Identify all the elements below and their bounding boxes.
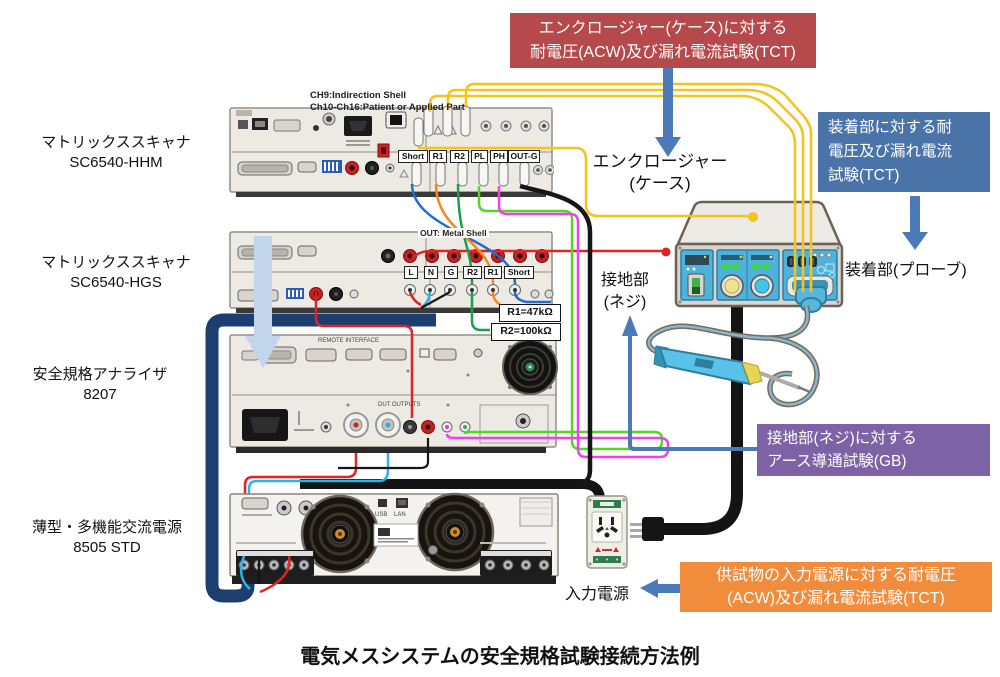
scanner-bus-arrow: [245, 236, 281, 368]
wires-yellow: [418, 82, 813, 292]
label-ground-point: 接地部 (ネジ): [585, 270, 665, 314]
wires-orange: [434, 183, 504, 308]
callout-ground-line1: 接地部(ネジ)に対する: [767, 430, 917, 447]
wire-probe-hi: [445, 186, 670, 459]
callout-input-line2: (ACW)及び漏れ電流試験(TCT): [727, 590, 945, 607]
callout-enclosure-line2: 耐電圧(ACW)及び漏れ電流試験(TCT): [530, 43, 796, 61]
callout-enclosure-test: エンクロージャー(ケース)に対する 耐電圧(ACW)及び漏れ電流試験(TCT): [510, 13, 816, 68]
navy-cable: [205, 313, 436, 603]
port-chip-n: N: [424, 266, 438, 279]
device-outlet-adapter: [585, 490, 641, 574]
wires-black: [257, 183, 593, 584]
psu-usb-label: USB: [375, 512, 388, 518]
wire-cyan-analyzer-psu: [247, 443, 390, 518]
callout-input-line1: 供試物の入力電源に対する耐電圧: [715, 567, 956, 584]
callout-ground-line2: アース導通試験(GB): [767, 453, 907, 470]
ground-point-line2: (ネジ): [603, 294, 647, 311]
enclosure-point-line1: エンクロージャー: [592, 152, 728, 171]
label-scanner2: マトリックススキャナ SC6540-HGS: [14, 253, 218, 293]
label-r1-value: R1=47kΩ: [499, 304, 561, 322]
label-applied-part-point: 装着部(プローブ): [845, 262, 967, 279]
label-power-supply: 薄型・多機能交流電源 8505 STD: [0, 518, 214, 558]
callout-applied-line2: 電圧及び漏れ電流: [828, 143, 953, 160]
label-r2-value: R2=100kΩ: [491, 323, 561, 341]
scanner1-model: SC6540-HHM: [69, 154, 163, 171]
scanner2-model: SC6540-HGS: [70, 274, 162, 291]
device-power-supply-8505: [228, 488, 560, 588]
scanner1-name: マトリックススキャナ: [41, 134, 191, 151]
callout-applied-line1: 装着部に対する耐: [828, 119, 953, 136]
port-chip-r2a: R2: [450, 150, 469, 163]
analyzer-rear-connectors: [241, 339, 558, 444]
psu-rear-connectors: [236, 492, 553, 576]
wires-red: [259, 247, 671, 594]
callout-applied-part-test: 装着部に対する耐 電圧及び漏れ電流 試験(TCT): [818, 112, 990, 192]
analyzer-name: 安全規格アナライザ: [32, 366, 168, 383]
ground-point-line1: 接地部: [600, 272, 649, 289]
device-scanner-sc6540-hhm: [228, 104, 554, 200]
port-chip-pl: PL: [471, 150, 488, 163]
label-input-power-point: 入力電源: [564, 586, 629, 603]
psu-model: 8505 STD: [73, 539, 141, 556]
scanner1-annotation-line2: Ch10-Ch16:Patient or Applied Part: [310, 102, 465, 113]
enclosure-point-line2: (ケース): [629, 174, 691, 193]
callout-enclosure-line1: エンクロージャー(ケース)に対する: [538, 19, 788, 37]
callout-ground-bond-test: 接地部(ネジ)に対する アース導通試験(GB): [757, 424, 990, 476]
port-chip-r1a: R1: [429, 150, 447, 163]
analyzer-model: 8207: [83, 386, 117, 403]
port-chip-outg: OUT-G: [508, 150, 540, 163]
callout-input-power-test: 供試物の入力電源に対する耐電圧 (ACW)及び漏れ電流試験(TCT): [680, 562, 992, 612]
wire-probe-lo: [463, 186, 664, 451]
analyzer-remote-interface-label: REMOTE INTERFACE: [318, 338, 380, 344]
psu-lan-label: LAN: [394, 512, 406, 518]
esu-front-panel: [678, 246, 840, 313]
port-chip-g: G: [444, 266, 458, 279]
page-title: 電気メスシステムの安全規格試験接続方法例: [300, 646, 700, 668]
wire-red-analyzer-psu: [243, 441, 358, 518]
arrow-ground-bond-test: [622, 315, 757, 451]
mains-plug-icon: [630, 517, 664, 541]
analyzer-dut-outputs-label: DUT OUTPUTS: [378, 402, 421, 408]
arrow-applied-part-test: [902, 196, 928, 250]
psu-output-terminal-block: [236, 542, 314, 576]
scanner1-annotation: CH9:Indirection Shell Ch10-Ch16:Patient …: [310, 90, 530, 114]
scanner1-rear-connectors: [236, 105, 554, 187]
port-chip-r2b: R2: [463, 266, 482, 279]
arrow-input-power-test: [640, 579, 680, 598]
esu-power-cord: [662, 306, 743, 535]
scanner1-annotation-line1: CH9:Indirection Shell: [310, 90, 407, 101]
device-analyzer-8207: [228, 331, 560, 457]
scanner2-annotation: OUT: Metal Shell: [418, 228, 489, 238]
port-chip-short1: Short: [398, 150, 428, 163]
psu-name: 薄型・多機能交流電源: [31, 519, 182, 536]
scanner2-name: マトリックススキャナ: [41, 254, 191, 271]
port-chip-l: L: [404, 266, 418, 279]
fan-icon: [502, 339, 558, 395]
psu-input-terminal-block: [480, 542, 552, 576]
port-chip-r1b: R1: [484, 266, 502, 279]
arrow-enclosure-test: [655, 67, 681, 157]
label-analyzer: 安全規格アナライザ 8207: [0, 365, 200, 405]
port-chip-ph: PH: [490, 150, 508, 163]
label-enclosure-point: エンクロージャー (ケース): [580, 151, 740, 195]
port-chip-short2: Short: [504, 266, 534, 279]
label-scanner1: マトリックススキャナ SC6540-HHM: [14, 133, 218, 173]
probe-pen-icon: [653, 345, 811, 394]
device-electrosurgical-unit: [668, 192, 858, 354]
callout-applied-line3: 試験(TCT): [828, 167, 900, 184]
wires-blue: [410, 183, 551, 304]
